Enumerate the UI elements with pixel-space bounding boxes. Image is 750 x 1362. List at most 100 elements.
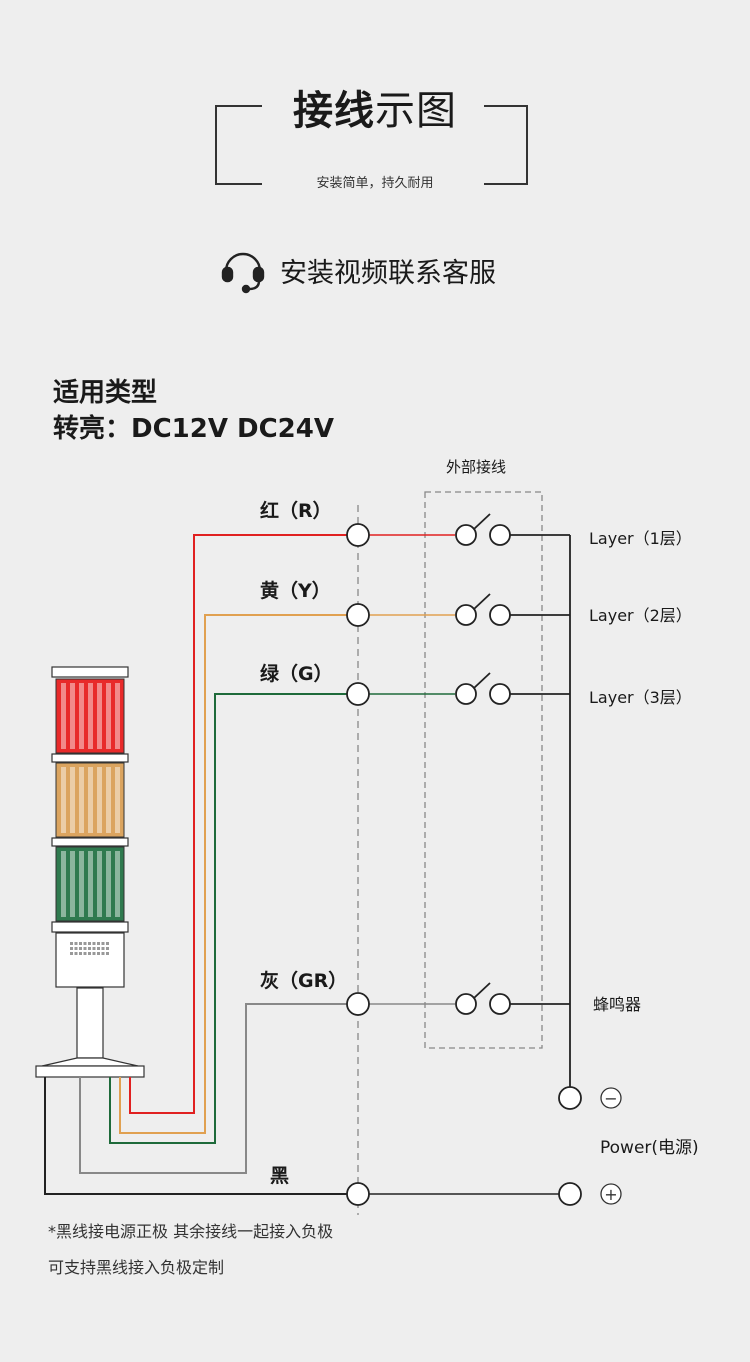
buzzer-grill-dot xyxy=(97,942,100,945)
terminal-gray xyxy=(346,992,370,1016)
lamp-rib xyxy=(97,683,102,749)
green-lamp xyxy=(55,846,125,922)
plus-icon xyxy=(600,1183,622,1205)
external-wiring-box xyxy=(424,491,543,1049)
separator-ring xyxy=(51,921,129,933)
output-layer-2: Layer（2层） xyxy=(589,606,692,625)
lamp-rib xyxy=(79,851,84,917)
buzzer-grill-dot xyxy=(83,952,87,955)
lamp-rib xyxy=(61,767,66,833)
lamp-rib xyxy=(106,683,111,749)
lamp-rib xyxy=(88,767,93,833)
note-line-2: 可支持黑线接入负极定制 xyxy=(48,1258,225,1277)
minus-icon xyxy=(600,1087,622,1109)
buzzer-grill-dot xyxy=(92,942,96,945)
page-subtitle: 安装简单，持久耐用 xyxy=(316,176,434,191)
buzzer-grill-dot xyxy=(74,942,78,945)
spec-voltage: 转亮：DC12V DC24V xyxy=(53,414,334,444)
red-lamp xyxy=(55,678,125,754)
buzzer-grill-dot xyxy=(74,947,78,950)
wire-label-red: 红（R） xyxy=(260,500,332,522)
lamp-rib xyxy=(106,767,111,833)
buzzer-grill-dot xyxy=(92,947,96,950)
lamp-rib xyxy=(106,851,111,917)
switch-layer-1 xyxy=(455,513,511,546)
black-wire xyxy=(44,1077,347,1195)
buzzer-module xyxy=(55,932,125,988)
wire-label-gray: 灰（GR） xyxy=(260,970,348,992)
switch-layer-3 xyxy=(455,672,511,705)
output-layer-1: Layer（1层） xyxy=(589,529,692,548)
minus-symbol: − xyxy=(604,1089,617,1108)
lamp-rib xyxy=(61,851,66,917)
lamp-rib xyxy=(79,767,84,833)
wire-label-black: 黑 xyxy=(270,1165,290,1187)
buzzer-grill-dot xyxy=(88,942,91,945)
tower-light xyxy=(35,666,145,1078)
tower-cap xyxy=(51,666,129,678)
switch-layer-2 xyxy=(455,593,511,626)
buzzer-grill-dot xyxy=(88,947,91,950)
headset-icon xyxy=(221,252,265,294)
spec-type-heading: 适用类型 xyxy=(53,378,158,408)
terminal-black xyxy=(346,1182,370,1206)
lamp-rib xyxy=(97,767,102,833)
buzzer-grill-dot xyxy=(101,952,105,955)
lamp-rib xyxy=(70,767,75,833)
lamp-rib xyxy=(88,851,93,917)
buzzer-grill-dot xyxy=(101,947,105,950)
buzzer-grill-dot xyxy=(70,942,73,945)
terminal-amber xyxy=(346,603,370,627)
power-negative-terminal xyxy=(558,1086,582,1110)
separator-ring xyxy=(51,753,129,763)
external-wiring-label: 外部接线 xyxy=(446,458,507,476)
buzzer-grill-dot xyxy=(101,942,105,945)
lamp-rib xyxy=(88,683,93,749)
switch-buzzer xyxy=(455,982,511,1015)
terminal-red xyxy=(346,523,370,547)
title-frame xyxy=(215,105,528,185)
buzzer-grill-dot xyxy=(83,942,87,945)
buzzer-grill-dot xyxy=(97,952,100,955)
buzzer-grill-dot xyxy=(92,952,96,955)
service-contact[interactable]: 安装视频联系客服 xyxy=(220,248,496,292)
buzzer-grill-dot xyxy=(106,947,109,950)
buzzer-grill-dot xyxy=(70,947,73,950)
output-buzzer: 蜂鸣器 xyxy=(593,995,642,1014)
wires xyxy=(44,534,347,1195)
amber-lamp xyxy=(55,762,125,838)
output-layer-3: Layer（3层） xyxy=(589,688,692,707)
buzzer-grill-dot xyxy=(97,947,100,950)
tower-pole xyxy=(76,987,104,1059)
power-positive-terminal xyxy=(558,1182,582,1206)
buzzer-grill-dot xyxy=(79,952,82,955)
buzzer-grill-dot xyxy=(79,947,82,950)
page-title: 接线示图 xyxy=(293,88,457,134)
buzzer-grill-dot xyxy=(74,952,78,955)
buzzer-grill-dot xyxy=(88,952,91,955)
lamp-rib xyxy=(115,767,120,833)
lamp-rib xyxy=(115,683,120,749)
lamp-rib xyxy=(70,851,75,917)
buzzer-grill-dot xyxy=(70,952,73,955)
buzzer-grill-dot xyxy=(79,942,82,945)
wire-label-yellow: 黄（Y） xyxy=(260,580,331,602)
buzzer-grill-dot xyxy=(83,947,87,950)
note-line-1: *黑线接电源正极 其余接线一起接入负极 xyxy=(48,1222,334,1241)
terminal-green xyxy=(346,682,370,706)
tower-base-top xyxy=(41,1057,139,1067)
lamp-rib xyxy=(61,683,66,749)
power-label: Power(电源) xyxy=(600,1138,699,1158)
buzzer-grill-dot xyxy=(106,952,109,955)
lamp-rib xyxy=(115,851,120,917)
wire-label-green: 绿（G） xyxy=(260,663,333,685)
tower-base xyxy=(35,1065,145,1078)
service-label: 安装视频联系客服 xyxy=(280,257,496,289)
buzzer-grill-dot xyxy=(106,942,109,945)
lamp-rib xyxy=(97,851,102,917)
lamp-rib xyxy=(79,683,84,749)
separator-ring xyxy=(51,837,129,847)
plus-symbol: + xyxy=(604,1185,617,1204)
lamp-rib xyxy=(70,683,75,749)
